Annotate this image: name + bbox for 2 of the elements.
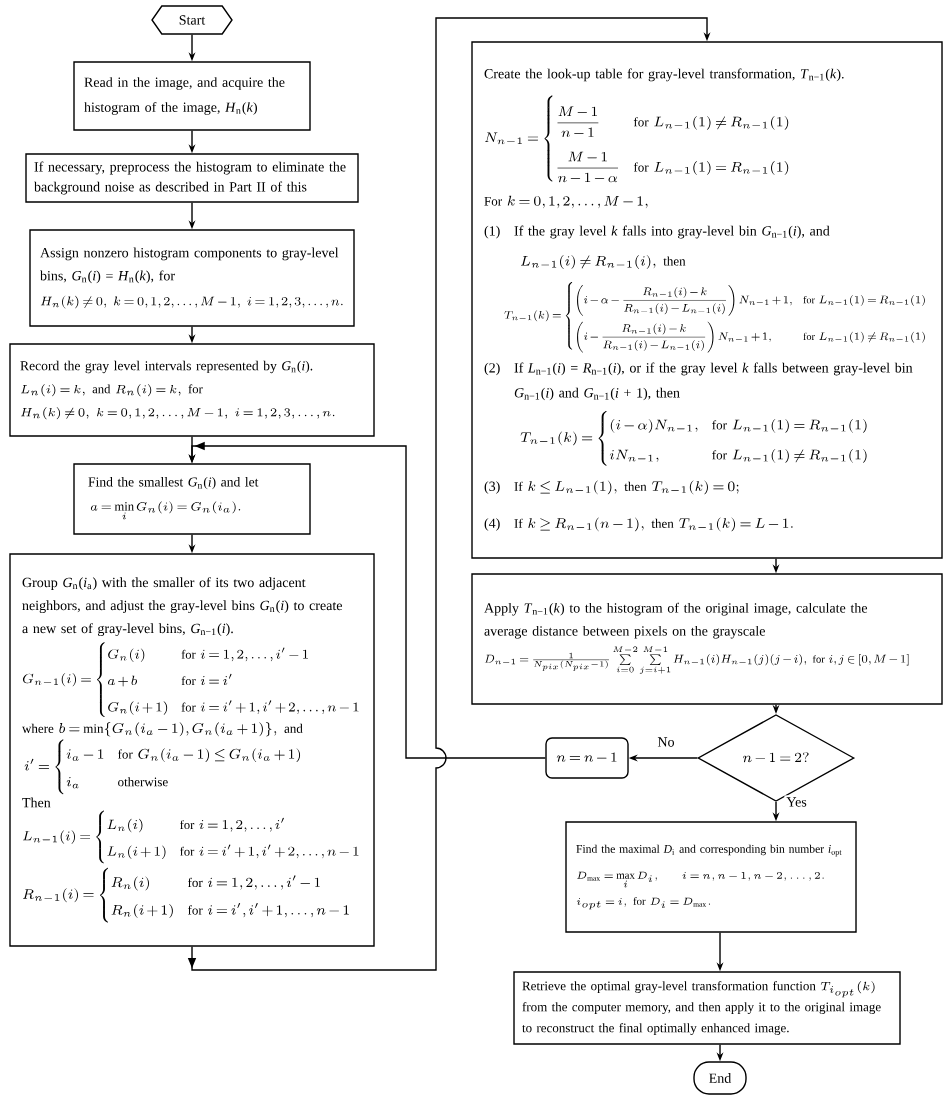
arrow xyxy=(187,17,711,971)
rounded-box: $n = n - 1$ xyxy=(545,737,629,779)
